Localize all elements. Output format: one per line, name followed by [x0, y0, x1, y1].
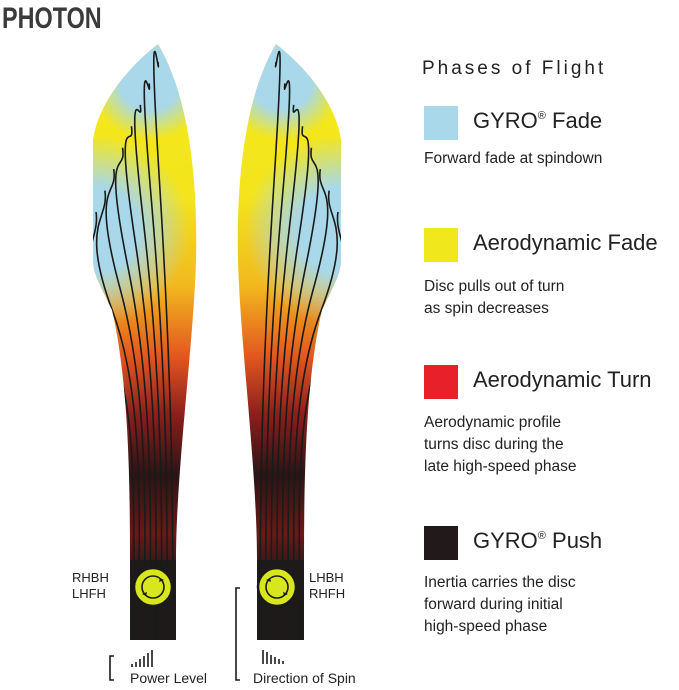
legend-header: Phases of Flight	[422, 58, 607, 79]
phase-title: Aerodynamic Fade	[473, 230, 658, 255]
phase-title: Aerodynamic Turn	[473, 367, 652, 392]
phase-swatch	[424, 106, 458, 140]
flight-path-line	[152, 50, 174, 640]
throw-type-lhbh: LHBH	[309, 570, 344, 585]
direction-of-spin-caption: Direction of Spin	[253, 670, 356, 686]
flight-path-line	[264, 80, 291, 640]
flight-path-line	[124, 126, 157, 640]
power-level-icon	[109, 650, 153, 681]
phase-description: Disc pulls out of turn as spin decreases	[424, 278, 565, 317]
counterclockwise-spin-icon	[256, 566, 298, 608]
phase-description: Forward fade at spindown	[424, 150, 603, 167]
flight-path-line	[276, 126, 310, 640]
throw-type-lhfh: LHFH	[72, 586, 106, 601]
left-flight-fan	[93, 44, 197, 640]
throw-type-rhbh: RHBH	[72, 570, 109, 585]
phase-description: Inertia carries the disc forward during …	[424, 574, 576, 635]
phase-title: GYRO® Push	[473, 528, 603, 553]
left-throw-label: RHBH LHFH	[72, 570, 109, 602]
clockwise-spin-icon	[132, 566, 174, 608]
power-level-caption: Power Level	[130, 670, 208, 686]
flight-path-line	[259, 50, 281, 640]
phase-title: GYRO® Fade	[473, 108, 603, 133]
flight-path-line	[270, 104, 300, 640]
flight-path-line	[281, 147, 319, 640]
phase-swatch	[424, 228, 458, 262]
flight-path-line	[287, 169, 329, 640]
direction-of-spin-icon	[235, 587, 284, 681]
phase-swatch	[424, 526, 458, 560]
flight-path-line	[95, 190, 141, 640]
phase-swatch	[424, 365, 458, 399]
brand-title: PHOTON	[2, 2, 102, 35]
flight-path-line	[292, 190, 339, 640]
right-flight-fan	[237, 44, 341, 640]
throw-type-rhfh: RHFH	[309, 586, 346, 601]
flight-path-line	[143, 80, 169, 640]
phase-description: Aerodynamic profile turns disc during th…	[424, 414, 577, 475]
flight-path-line	[105, 169, 146, 640]
flight-path-line	[114, 147, 152, 640]
right-throw-label: LHBH RHFH	[309, 570, 345, 602]
flight-path-line	[133, 104, 163, 640]
